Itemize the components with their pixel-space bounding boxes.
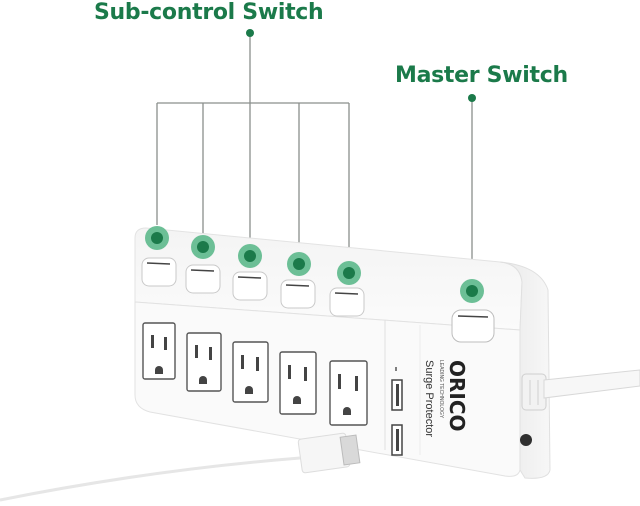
master-switch[interactable] — [451, 309, 495, 343]
usb-port-2 — [391, 424, 403, 456]
master-switch-marker — [460, 279, 484, 303]
marker-icon — [287, 252, 311, 276]
brand-logo: ORICO — [445, 360, 469, 432]
master-anchor-dot — [468, 94, 476, 102]
sub-switch-1[interactable] — [141, 257, 177, 287]
sub-switch-5[interactable] — [329, 287, 365, 317]
marker-icon — [238, 244, 262, 268]
sub-switches — [141, 257, 365, 317]
power-strip-body — [134, 227, 551, 479]
sub-switch-4[interactable] — [280, 279, 316, 309]
usb-cable — [0, 432, 361, 502]
product-subtitle: Surge Protector — [423, 360, 435, 437]
sub-control-switch-label: Sub-control Switch — [94, 0, 324, 25]
sub-switch-3[interactable] — [232, 271, 268, 301]
usb-port-1 — [391, 379, 403, 411]
marker-icon — [145, 226, 169, 250]
sub-control-callout-lines — [156, 33, 350, 262]
marker-icon — [337, 261, 361, 285]
outlet-4 — [279, 351, 317, 415]
outlet-5 — [329, 360, 368, 426]
marker-icon — [191, 235, 215, 259]
outlets — [142, 322, 368, 426]
brand-block: ORICO LEADING TECHNOLOGY Surge Protector — [423, 360, 469, 437]
power-cord — [521, 369, 640, 411]
usb-ports — [391, 367, 403, 456]
brand-tagline: LEADING TECHNOLOGY — [438, 360, 444, 419]
outlet-2 — [186, 332, 222, 392]
outlet-3 — [232, 341, 269, 403]
sub-control-anchor-dot — [246, 29, 254, 37]
outlet-1 — [142, 322, 176, 380]
sub-switch-2[interactable] — [185, 264, 221, 294]
indicator-light — [520, 434, 532, 446]
master-switch-label: Master Switch — [395, 63, 568, 88]
sub-switch-markers — [145, 226, 361, 285]
